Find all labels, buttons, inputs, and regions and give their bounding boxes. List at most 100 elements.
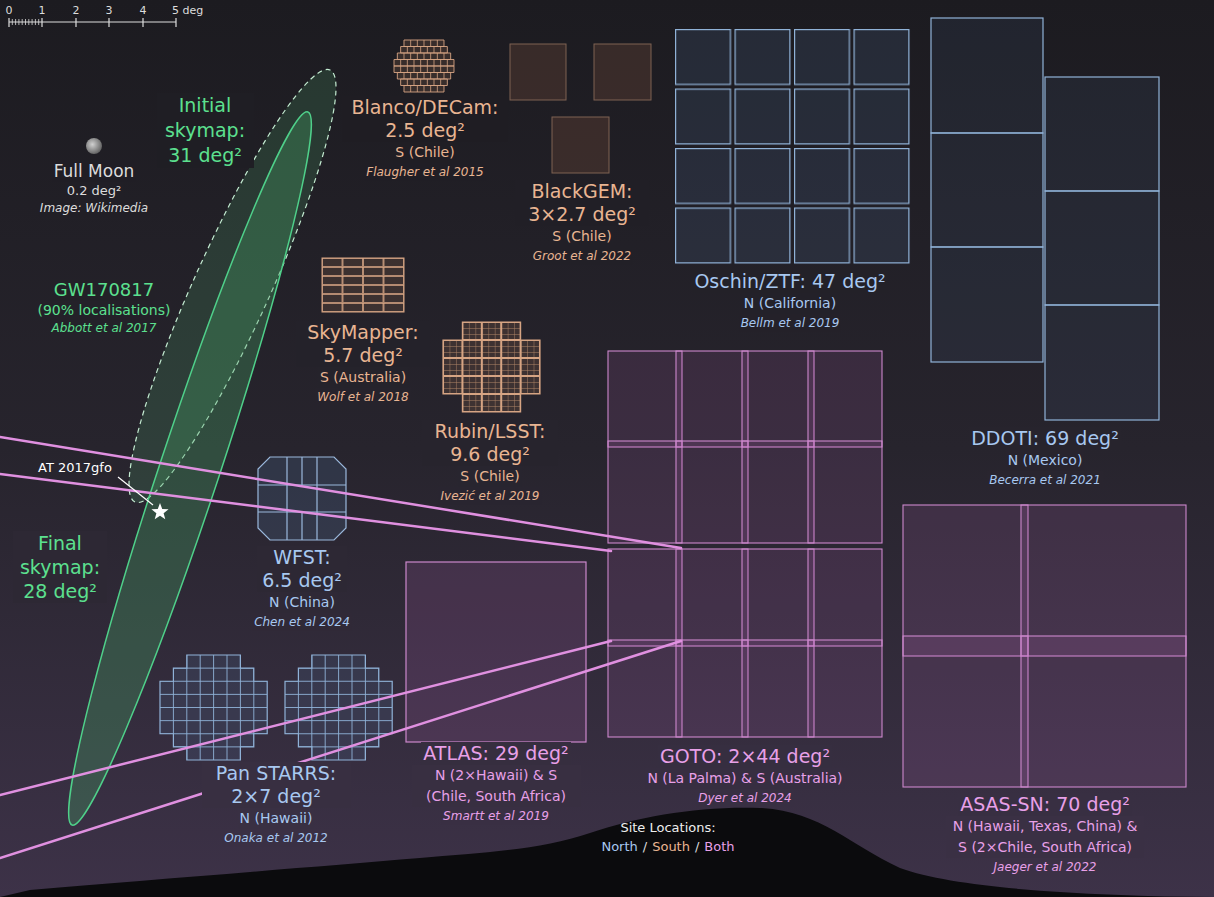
instrument-name: Blanco/DECam: 2.5 deg² bbox=[342, 96, 508, 142]
instrument-name: ASAS-SN: 70 deg² bbox=[958, 793, 1132, 816]
legend-swatch: North bbox=[601, 839, 637, 855]
rubin-footprint bbox=[443, 322, 540, 412]
label-slot: Initial skymap: 31 deg² bbox=[157, 93, 254, 168]
rubin-footprint bbox=[443, 322, 540, 412]
site-location: S (Australia) bbox=[318, 367, 408, 388]
legend-swatch: Both bbox=[704, 839, 734, 855]
atlas-footprint bbox=[406, 562, 586, 742]
scale-number: 0 bbox=[5, 4, 14, 18]
site-location: S (Chile) bbox=[458, 466, 521, 487]
rubin-footprint bbox=[443, 322, 540, 412]
goto-footprint bbox=[808, 640, 882, 737]
rubin-footprint bbox=[443, 322, 540, 412]
asassn-footprint bbox=[903, 505, 1186, 787]
footprint-node: WFST: 6.5 deg²N (China)Chen et al 2024 bbox=[258, 457, 346, 540]
reference: Image: Wikimedia bbox=[38, 200, 150, 217]
scale-unit: 5 deg bbox=[171, 4, 204, 18]
reference: Bellm et al 2019 bbox=[739, 314, 842, 332]
ddoti-footprint bbox=[931, 18, 1159, 420]
reference: Dyer et al 2024 bbox=[696, 789, 793, 807]
site-location: S (Chile) bbox=[550, 226, 613, 247]
site-location: N (California) bbox=[742, 293, 838, 314]
label-slot: Abbott et al 2017 bbox=[19, 320, 189, 337]
panstarrs-footprint bbox=[285, 655, 392, 760]
rubin-footprint bbox=[443, 322, 540, 412]
instrument-name: Full Moon bbox=[52, 161, 137, 182]
skymap-label: Final skymap: 28 deg² bbox=[13, 531, 107, 603]
instrument-name: Pan STARRS: 2×7 deg² bbox=[202, 762, 351, 808]
label-column: ASAS-SN: 70 deg²N (Hawaii, Texas, China)… bbox=[935, 793, 1155, 876]
label-column: GOTO: 2×44 deg²N (La Palma) & S (Austral… bbox=[615, 745, 875, 807]
leader-line bbox=[118, 477, 153, 505]
footprint-node: Oschin/ZTF: 47 deg²N (California)Bellm e… bbox=[675, 29, 908, 262]
legend-row: North/South/Both bbox=[518, 839, 818, 855]
label-slot: 0 bbox=[1, 4, 17, 18]
decam-footprint bbox=[401, 40, 448, 92]
instrument-name: GOTO: 2×44 deg² bbox=[658, 745, 832, 768]
asassn-footprint bbox=[1021, 636, 1186, 787]
reference: Chen et al 2024 bbox=[252, 613, 352, 631]
goto-footprint bbox=[742, 549, 814, 646]
legend-text: Both bbox=[704, 839, 734, 854]
label-slot: Final skymap: 28 deg² bbox=[13, 531, 107, 603]
site-location: 0.2 deg² bbox=[65, 182, 124, 200]
legend-separator: / bbox=[695, 839, 699, 855]
label-column: Pan STARRS: 2×7 deg²N (Hawaii)Onaka et a… bbox=[196, 762, 356, 847]
goto-footprint bbox=[742, 351, 814, 447]
ground-silhouette bbox=[0, 808, 1214, 897]
zoom-lines bbox=[0, 437, 681, 858]
wfst-footprint bbox=[258, 457, 346, 540]
label-slot: 2 bbox=[68, 4, 84, 18]
scale-bar bbox=[9, 17, 176, 27]
skymap-label: Initial skymap: 31 deg² bbox=[157, 93, 254, 168]
reference: Abbott et al 2017 bbox=[51, 320, 158, 337]
label-column: Rubin/LSST: 9.6 deg²S (Chile)Ivezić et a… bbox=[415, 420, 565, 505]
skymapper-footprint bbox=[322, 258, 404, 312]
footprint-node: Blanco/DECam: 2.5 deg²S (Chile)Flaugher … bbox=[394, 40, 454, 92]
moon-node: Full Moon0.2 deg²Image: Wikimedia bbox=[86, 138, 102, 154]
instrument-name: WFST: 6.5 deg² bbox=[257, 546, 347, 592]
scale-bar bbox=[12, 19, 38, 25]
site-location: N (China) bbox=[267, 592, 337, 613]
goto-footprint bbox=[676, 351, 748, 447]
goto-footprint bbox=[808, 441, 882, 543]
label-slot: Site Locations: bbox=[568, 820, 768, 836]
label-column: Oschin/ZTF: 47 deg²N (California)Bellm e… bbox=[650, 270, 930, 332]
instrument-name: BlackGEM: 3×2.7 deg² bbox=[515, 180, 649, 226]
reference: Jaeger et al 2022 bbox=[992, 858, 1099, 876]
instrument-name: Rubin/LSST: 9.6 deg² bbox=[422, 420, 558, 466]
site-location: N (La Palma) & S (Australia) bbox=[645, 768, 844, 789]
instrument-name: Oschin/ZTF: 47 deg² bbox=[692, 270, 887, 293]
goto-footprint bbox=[608, 549, 682, 646]
label-slot: 5 deg bbox=[171, 4, 221, 18]
ddoti-footprint bbox=[1045, 191, 1159, 305]
site-location: N (Hawaii, Texas, China) & S (2×Chile, S… bbox=[946, 816, 1144, 858]
blackgem-footprint bbox=[594, 44, 651, 100]
ddoti-footprint bbox=[1045, 77, 1159, 191]
rubin-footprint bbox=[443, 322, 540, 412]
reference: Becerra et al 2021 bbox=[987, 471, 1103, 489]
reference: Groot et al 2022 bbox=[531, 247, 633, 265]
ztf-footprint bbox=[675, 29, 911, 265]
scale-number: 3 bbox=[105, 4, 114, 18]
goto-footprint bbox=[608, 351, 682, 447]
blackgem-footprint bbox=[510, 44, 651, 173]
ddoti-footprint bbox=[931, 18, 1043, 133]
skymapper-footprint bbox=[322, 258, 404, 312]
decam-footprint bbox=[394, 60, 454, 67]
blackgem-footprint bbox=[510, 44, 566, 100]
label-slot: GW170817 bbox=[19, 279, 189, 301]
label-column: Full Moon0.2 deg²Image: Wikimedia bbox=[9, 161, 179, 217]
site-location: N (2×Hawaii) & S (Chile, South Africa) bbox=[412, 765, 581, 807]
footprint-node: GOTO: 2×44 deg²N (La Palma) & S (Austral… bbox=[608, 351, 882, 737]
label-column: ATLAS: 29 deg²N (2×Hawaii) & S (Chile, S… bbox=[401, 742, 591, 825]
goto-footprint bbox=[808, 351, 882, 447]
reference: Flaugher et al 2015 bbox=[364, 163, 486, 181]
asassn-footprint bbox=[903, 636, 1028, 787]
label-column: Blanco/DECam: 2.5 deg²S (Chile)Flaugher … bbox=[335, 96, 515, 181]
decam-footprint bbox=[394, 40, 454, 92]
wfst-footprint bbox=[258, 457, 346, 540]
label-slot: (90% localisations) bbox=[19, 301, 189, 320]
label-slot: 3 bbox=[101, 4, 117, 18]
moon-image bbox=[86, 138, 102, 154]
